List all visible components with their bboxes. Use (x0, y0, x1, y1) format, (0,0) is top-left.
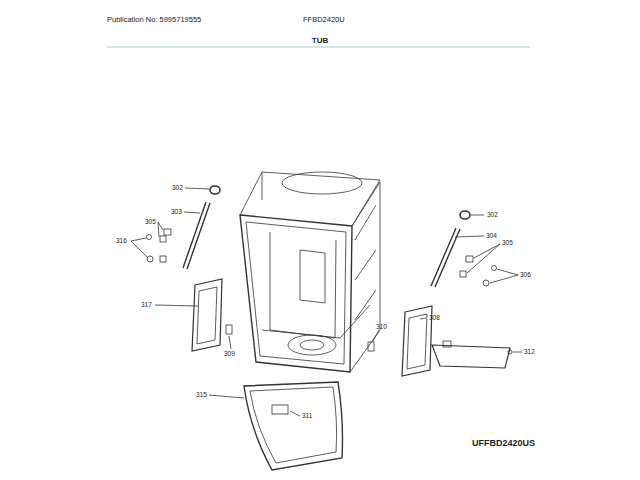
callout-number: 312 (524, 349, 535, 356)
callout-number: 308 (429, 315, 440, 322)
callout-number: 305 (145, 219, 156, 226)
callout-number: 306 (520, 272, 531, 279)
callout-number: 303 (171, 209, 182, 216)
callout-number: 310 (376, 324, 387, 331)
callout-number: 302 (487, 212, 498, 219)
publication-number: Publication No: 5995719555 (107, 16, 201, 24)
callout-number: 305 (502, 240, 513, 247)
callout-number: 315 (196, 392, 207, 399)
page-title: TUB (312, 37, 328, 45)
callout-number: 316 (116, 238, 127, 245)
diagram-code: UFFBD2420US (472, 439, 535, 448)
callout-number: 304 (486, 233, 497, 240)
model-number: FFBD2420U (303, 16, 345, 24)
callout-number: 309 (224, 351, 235, 358)
callout-number: 311 (302, 413, 312, 420)
callout-number: 317 (141, 302, 152, 309)
callout-number: 302 (172, 185, 183, 192)
